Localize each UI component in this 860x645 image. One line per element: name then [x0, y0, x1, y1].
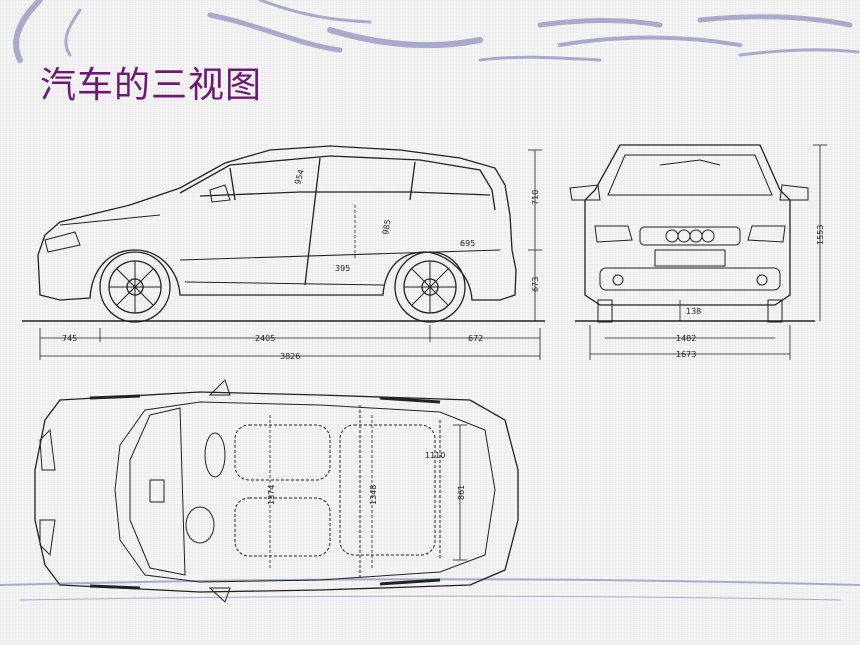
dim-cargo: 861 [457, 485, 466, 500]
dim-window-line: 695 [460, 239, 475, 248]
slide-title: 汽车的三视图 [40, 65, 263, 106]
car-side-view [22, 145, 545, 360]
dim-ground-clearance: 138 [686, 307, 701, 316]
dim-wheelbase: 2405 [255, 334, 275, 343]
dim-rear-door: 985 [381, 219, 393, 236]
dim-sill: 395 [335, 264, 350, 273]
dim-rear-overhang: 672 [468, 334, 483, 343]
dim-interior-width: 1110 [425, 451, 445, 460]
top-view-dimension-labels: 1110 1374 1348 861 [267, 451, 466, 505]
front-view-dimension-labels: 1553 138 1482 1673 [676, 225, 825, 359]
dim-track: 1482 [676, 334, 696, 343]
dim-upper-height: 710 [531, 190, 540, 205]
dim-front-overhang: 745 [62, 334, 77, 343]
dim-rear-seat-width: 1374 [267, 485, 276, 505]
car-front-view [569, 144, 827, 360]
dim-door-diag: 954 [293, 168, 306, 185]
decorative-swoosh-bottom [0, 578, 860, 601]
dim-rear-seat-width-2: 1348 [369, 485, 378, 505]
dim-overall-length: 3826 [280, 352, 300, 361]
dim-overall-height: 1553 [816, 225, 825, 245]
decorative-swoosh-top [13, 0, 860, 63]
dim-lower-height: 673 [531, 277, 540, 292]
side-view-dimension-labels: 745 2405 672 3826 710 673 954 985 695 39… [62, 168, 540, 361]
car-top-view [34, 379, 519, 603]
dim-overall-width: 1673 [676, 350, 696, 359]
